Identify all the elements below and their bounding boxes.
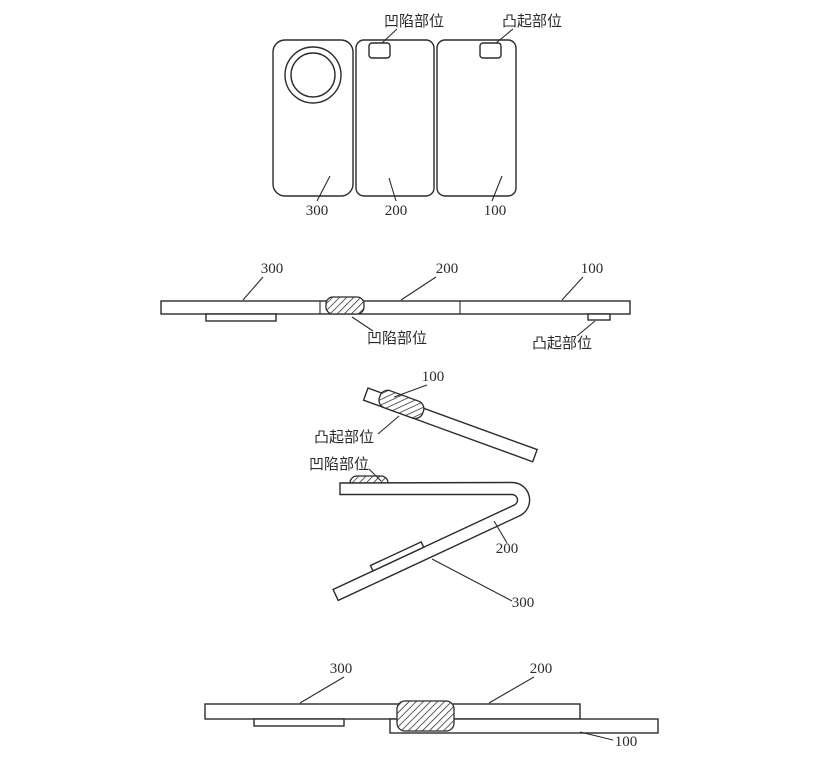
recess-hatch	[325, 296, 365, 315]
leader-line-protrusion	[377, 415, 400, 435]
camera-ring-outer	[284, 46, 342, 104]
ref-100: 100	[581, 261, 604, 277]
leader-line-protrusion	[495, 28, 514, 44]
panel-300-outline	[272, 39, 354, 197]
recess-label: 凹陷部位	[384, 13, 444, 30]
side-flat-view: 300 200 100 凹陷部位 凸起部位	[160, 261, 631, 352]
protrusion-label: 凸起部位	[502, 13, 562, 30]
leader-line-200	[388, 177, 397, 202]
protrusion-label: 凸起部位	[532, 335, 592, 352]
panel-200-outline	[355, 39, 435, 197]
leader-line-recess	[351, 316, 374, 332]
camera-ring-inner	[290, 52, 336, 98]
protrusion-square	[479, 42, 502, 59]
side-folding-view: 100 凸起部位 凹陷部位 200 300	[309, 369, 539, 611]
ref-300: 300	[306, 203, 329, 219]
ref-200: 200	[530, 661, 553, 677]
recess-square	[368, 42, 391, 59]
leader-line-200	[493, 520, 508, 544]
leader-line-recess	[368, 468, 382, 482]
flat-body-slab	[160, 300, 631, 315]
camera-bump-side	[205, 313, 277, 322]
leader-line-recess	[381, 28, 398, 44]
ref-100: 100	[615, 734, 638, 750]
folded-bottom-slab-100	[389, 718, 659, 734]
leader-line-300	[242, 276, 264, 301]
protrusion-tab	[587, 313, 611, 321]
top-view: 凹陷部位 凸起部位 300 200 100	[272, 13, 562, 219]
recess-label: 凹陷部位	[309, 456, 369, 473]
leader-line-100	[579, 731, 614, 741]
leader-line-100	[393, 384, 428, 398]
protrusion-hatch	[378, 389, 425, 420]
ref-100: 100	[422, 369, 445, 385]
protrusion-label: 凸起部位	[314, 429, 374, 446]
ref-200: 200	[436, 261, 459, 277]
leader-line-protrusion	[576, 320, 596, 337]
leader-line-300	[299, 676, 345, 704]
panel-200-300-folded-body	[332, 481, 531, 602]
camera-bump-folded	[253, 718, 345, 727]
ref-300: 300	[512, 595, 535, 611]
leader-line-300	[431, 558, 513, 602]
ref-300: 300	[330, 661, 353, 677]
engaged-protrusion-recess-hatch	[396, 700, 455, 732]
leader-line-200	[400, 276, 437, 301]
leader-line-100	[561, 276, 584, 301]
leader-line-200	[488, 676, 535, 704]
leader-line-300	[316, 175, 331, 202]
recess-label: 凹陷部位	[367, 330, 427, 347]
ref-100: 100	[484, 203, 507, 219]
camera-bump-folding	[369, 540, 425, 572]
ref-200: 200	[385, 203, 408, 219]
leader-line-100	[491, 175, 503, 202]
folded-top-slab-300-200	[204, 703, 581, 720]
ref-300: 300	[261, 261, 284, 277]
panel-100-slab-group	[362, 387, 539, 463]
side-folded-view: 300 200 100	[204, 661, 659, 750]
panel-100-outline	[436, 39, 517, 197]
ref-200: 200	[496, 541, 519, 557]
